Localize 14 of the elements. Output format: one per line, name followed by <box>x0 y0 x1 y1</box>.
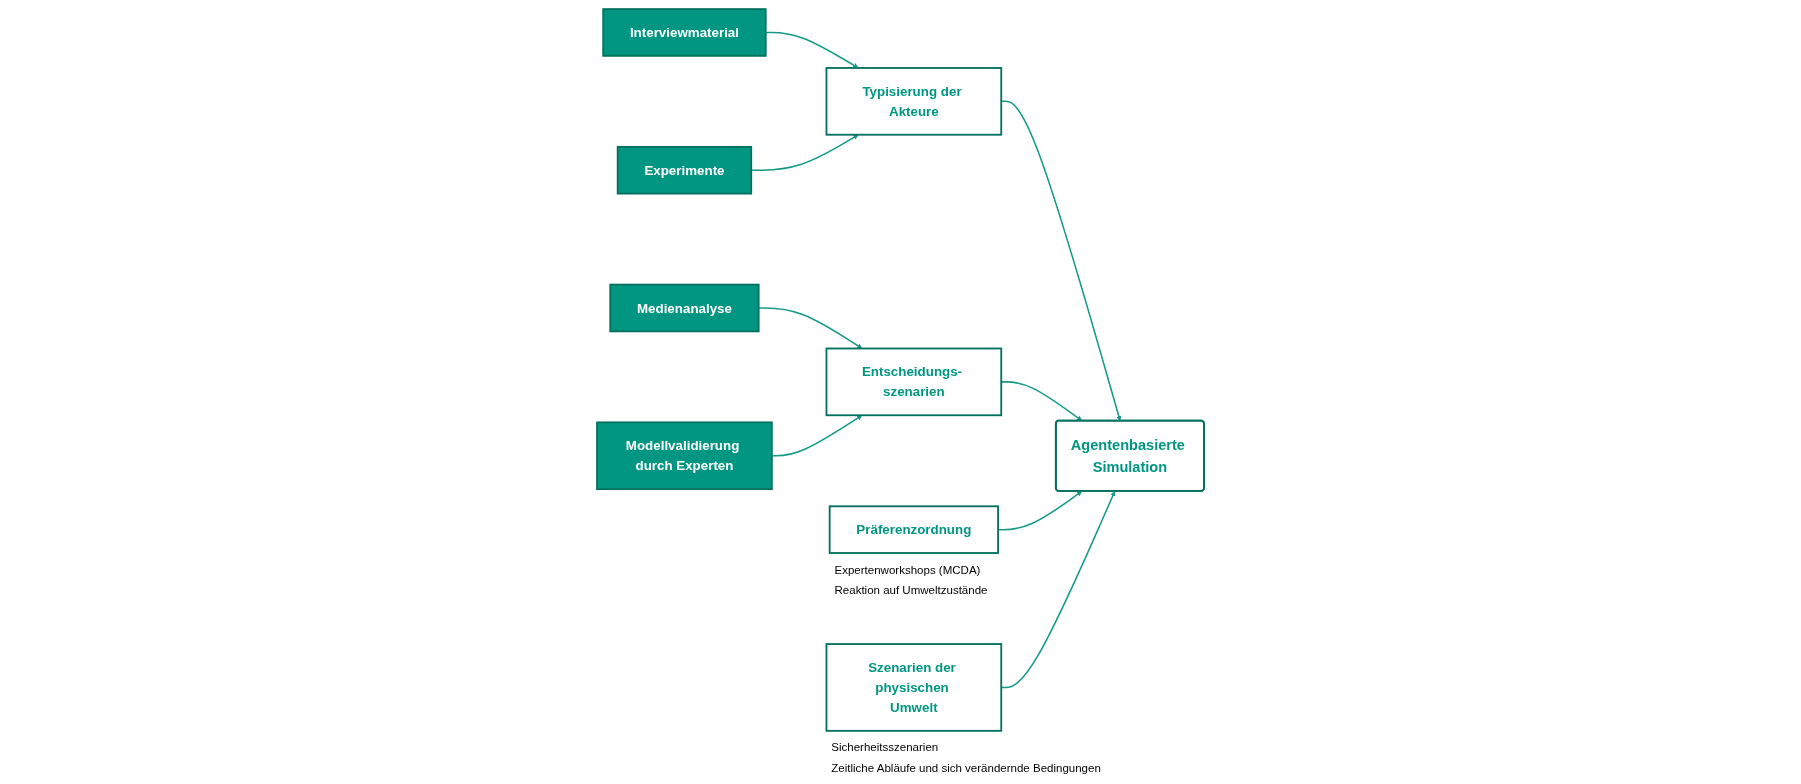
process-box: Szenarien der physischen Umwelt <box>825 643 1003 732</box>
process-box: Entscheidungs- szenarien <box>825 347 1003 417</box>
process-box: Medienanalyse <box>609 283 760 333</box>
process-box: Experimente <box>616 145 753 195</box>
note-text: Expertenworkshops (MCDA) <box>834 563 981 576</box>
process-box: Interviewmaterial <box>602 8 767 57</box>
process-box: Agentenbasierte Simulation <box>1054 419 1205 492</box>
note-text: Reaktion auf Umweltzustände <box>834 584 988 597</box>
note-text: Sicherheitsszenarien <box>831 741 939 754</box>
arrow <box>771 415 863 457</box>
process-box: Präferenzordnung <box>828 505 999 554</box>
process-box: Modellvalidierung durch Experten <box>596 421 773 491</box>
process-box: Typisierung der Akteure <box>825 67 1003 136</box>
note-text: Zeitliche Abläufe und sich verändernde Bedingungen <box>831 762 1101 775</box>
